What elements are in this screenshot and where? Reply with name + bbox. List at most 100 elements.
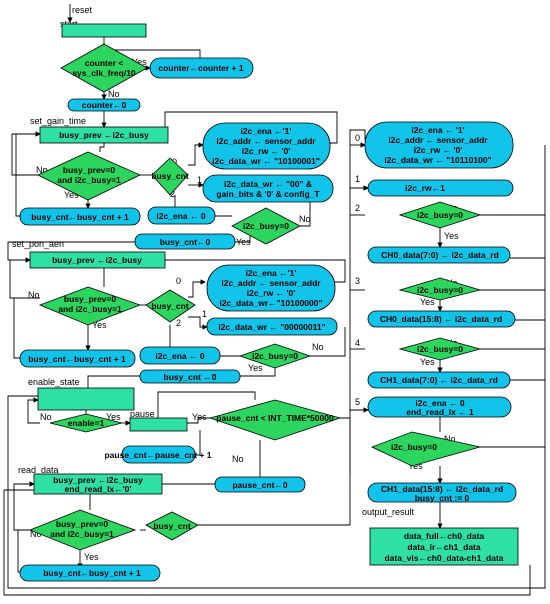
branch-yes-r: Yes: [84, 552, 99, 562]
r-b5-decision: i2c_busy=0: [370, 431, 481, 467]
svg-text:i2c_busy=0: i2c_busy=0: [417, 210, 463, 220]
branch-1-r: 1: [355, 174, 360, 184]
branch-no-counter: No: [108, 89, 120, 99]
svg-text:CH0_data(15:8) ← i2c_data_rd: CH0_data(15:8) ← i2c_data_rd: [380, 314, 502, 324]
p-cond-decision: busy_prev=0 and i2c_busy=1: [38, 286, 142, 326]
branch-yes-g: Yes: [64, 190, 79, 200]
branch-no-p: No: [28, 290, 40, 300]
svg-text:busy_prev=0: busy_prev=0: [64, 294, 116, 304]
label-enable-state: enable_state: [28, 377, 80, 387]
branch-2-g: 2: [170, 189, 175, 199]
r-b2-decision: i2c_busy=0: [398, 201, 482, 229]
branch-yes-rb4: Yes: [420, 357, 435, 367]
svg-text:end_read_lx←'0': end_read_lx←'0': [65, 484, 132, 494]
branch-2-r: 2: [355, 203, 360, 213]
svg-text:i2c_addr ← sensor_addr: i2c_addr ← sensor_addr: [221, 278, 321, 288]
r-busy-cnt-decision: busy_cnt: [145, 511, 199, 541]
g-busy0-decision: i2c_busy=0: [231, 207, 301, 245]
svg-text:CH1_data(15:8) ← i2c_data_rd: CH1_data(15:8) ← i2c_data_rd: [381, 484, 503, 494]
enable-decision: enable=1: [49, 413, 123, 433]
svg-text:i2c_data_wr←"10100000": i2c_data_wr←"10100000": [219, 298, 322, 308]
svg-text:i2c_data_wr ← "00000011": i2c_data_wr ← "00000011": [218, 322, 325, 332]
svg-text:busy_cnt: busy_cnt: [151, 301, 188, 311]
g-busy-cnt-decision: busy_cnt: [151, 157, 189, 196]
g-s0-box: i2c_ena ←'1' i2c_addr ← sensor_addr i2c_…: [202, 122, 331, 170]
label-set-pon-aen: set_pon_aen: [12, 239, 64, 249]
branch-no-g: No: [36, 165, 48, 175]
g-s1-box: i2c_data_wr ← "00" & gain_bits & '0' & c…: [202, 174, 334, 203]
pause-box: [129, 417, 188, 432]
pause-reset-box: pause_cnt←0: [214, 476, 306, 493]
branch-yes-pb: Yes: [248, 363, 263, 373]
counter-reset-box: counter←0: [67, 98, 141, 112]
pause-inc-box: pause_cnt←pause_cnt + 1: [104, 445, 212, 464]
svg-text:i2c_busy=0: i2c_busy=0: [391, 442, 437, 452]
svg-text:i2c_busy=0: i2c_busy=0: [417, 285, 463, 295]
svg-text:i2c_data_wr ← "10100001": i2c_data_wr ← "10100001": [212, 156, 320, 166]
p-s0-box: i2c_ena ←'1' i2c_addr ← sensor_addr i2c_…: [206, 264, 336, 312]
svg-text:data_full←ch0_data: data_full←ch0_data: [404, 531, 485, 541]
branch-no-rb5: No: [444, 434, 456, 444]
svg-text:i2c_rw ← '0': i2c_rw ← '0': [242, 146, 290, 156]
svg-text:busy_prev ←i2c_busy: busy_prev ←i2c_busy: [59, 130, 149, 140]
branch-0-p: 0: [176, 276, 181, 286]
branch-yes-counter: Yes: [132, 57, 147, 67]
svg-text:busy_cnt←busy_cnt + 1: busy_cnt←busy_cnt + 1: [31, 212, 129, 222]
svg-text:i2c_rw ← '0': i2c_rw ← '0': [414, 145, 462, 155]
branch-5-r: 5: [355, 397, 360, 407]
svg-text:busy_cnt: busy_cnt: [153, 521, 190, 531]
connectors: [3, 4, 546, 596]
p-ena0-box: i2c_ena ← 0: [139, 346, 221, 365]
r-cnt-inc-box: busy_cnt←busy_cnt + 1: [19, 564, 161, 582]
label-output-result: output_result: [362, 507, 415, 517]
branch-3-r: 3: [355, 276, 360, 286]
branch-yes-gb: Yes: [236, 237, 251, 247]
r-b4-decision: i2c_busy=0: [398, 337, 482, 361]
svg-text:busy_cnt ←0: busy_cnt ←0: [164, 372, 217, 382]
output-box: data_full←ch0_data data_ir←ch1_data data…: [369, 527, 519, 566]
g-cond-decision: busy_prev=0 and i2c_busy=1: [37, 151, 141, 201]
counter-check-decision: counter < sys_clk_freq/10: [60, 43, 148, 93]
branch-0-r: 0: [355, 133, 360, 143]
svg-text:busy_cnt←busy_cnt + 1: busy_cnt←busy_cnt + 1: [28, 354, 126, 364]
svg-text:busy_prev=0: busy_prev=0: [56, 519, 108, 529]
counter-inc-box: counter←counter + 1: [149, 57, 254, 79]
svg-text:CH1_data(7:0) ← i2c_data_rd: CH1_data(7:0) ← i2c_data_rd: [380, 375, 498, 385]
branch-yes-rb2: Yes: [444, 231, 459, 241]
svg-text:i2c_rw ← '0': i2c_rw ← '0': [247, 288, 295, 298]
p-busy0-decision: i2c_busy=0: [238, 343, 312, 369]
svg-text:busy_cnt←busy_cnt + 1: busy_cnt←busy_cnt + 1: [43, 568, 141, 578]
pause-decision: pause_cnt < INT_TIME*50000: [208, 399, 342, 441]
enable-state-box: [37, 387, 135, 411]
branch-yes-rb5: Yes: [408, 461, 423, 471]
svg-text:counter←counter + 1: counter←counter + 1: [158, 63, 244, 73]
svg-text:sys_clk_freq/10: sys_clk_freq/10: [72, 68, 136, 78]
svg-text:i2c_ena ←'1': i2c_ena ←'1': [246, 268, 297, 278]
label-reset: reset: [72, 5, 93, 15]
svg-text:enable=1: enable=1: [68, 418, 105, 428]
g-cnt-inc-box: busy_cnt←busy_cnt + 1: [19, 207, 141, 226]
svg-text:gain_bits & '0' & config_T: gain_bits & '0' & config_T: [216, 189, 320, 199]
svg-text:and i2c_busy=1: and i2c_busy=1: [58, 304, 122, 314]
branch-no-r: No: [30, 529, 42, 539]
svg-text:busy_cnt: busy_cnt: [151, 171, 188, 181]
svg-text:i2c_ena ← 0: i2c_ena ← 0: [155, 351, 204, 361]
svg-text:counter←0: counter←0: [82, 100, 127, 110]
svg-text:i2c_rw←1: i2c_rw←1: [405, 183, 445, 193]
start-box: [61, 23, 147, 38]
svg-text:busy_cnt := 0: busy_cnt := 0: [415, 493, 470, 503]
label-read-data: read_data: [18, 465, 59, 475]
r-ch0lo-box: CH0_data(7:0) ← i2c_data_rd: [367, 246, 511, 264]
svg-text:busy_prev ←i2c_busy: busy_prev ←i2c_busy: [53, 475, 143, 485]
p-cnt-inc-box: busy_cnt←busy_cnt + 1: [19, 349, 136, 368]
svg-text:i2c_ena ← '1': i2c_ena ← '1': [411, 125, 464, 135]
branch-no-gb: No: [299, 214, 311, 224]
svg-text:data_vis←ch0_data-ch1_data: data_vis←ch0_data-ch1_data: [384, 553, 503, 563]
label-set-gain-time: set_gain_time: [30, 116, 86, 126]
svg-text:pause_cnt←0: pause_cnt←0: [232, 480, 288, 490]
r-cond-decision: busy_prev=0 and i2c_busy=1: [28, 509, 137, 551]
p-cnt0-box: busy_cnt ←0: [139, 369, 241, 384]
svg-text:i2c_busy=0: i2c_busy=0: [252, 351, 298, 361]
g-cnt0-box: busy_cnt←0: [134, 233, 236, 250]
r-s0-box: i2c_ena ← '1' i2c_addr ← sensor_addr i2c…: [364, 121, 514, 169]
